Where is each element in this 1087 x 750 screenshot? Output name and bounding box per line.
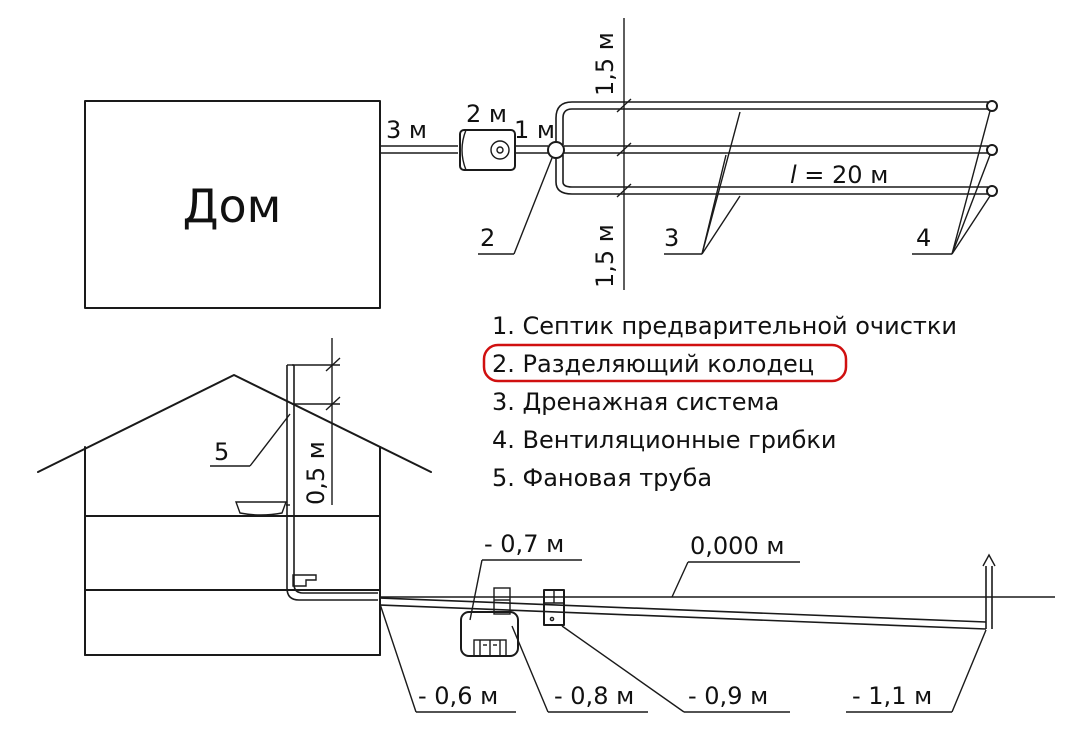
- house-label: Дом: [183, 179, 282, 233]
- level-minus-0-9-leader: [561, 625, 790, 713]
- callout-4-leader: [912, 110, 991, 255]
- legend-item-1: 1. Септик предварительной очистки: [492, 312, 957, 340]
- house-plan-box: [84, 100, 381, 309]
- legend-item-2-highlight: [482, 343, 848, 383]
- dim-1-5m-bottom: 1,5 м: [591, 224, 619, 288]
- legend: 1. Септик предварительной очистки 2. Раз…: [482, 312, 957, 492]
- level-minus-0-6: - 0,6 м: [418, 682, 498, 710]
- callout-3-leader: [664, 111, 741, 255]
- distribution-well-plan: [547, 141, 565, 159]
- level-minus-0-9: - 0,9 м: [688, 682, 768, 710]
- drainage-lines-plan: [555, 101, 988, 195]
- outdoor-sewer-pipe: [379, 597, 987, 630]
- septic-tank-plan: [459, 129, 516, 171]
- length-symbol: l: [790, 161, 797, 189]
- length-value: = 20 м: [797, 161, 889, 189]
- dim-0-5m-line: [292, 338, 341, 505]
- septic-tank-section: [460, 587, 519, 657]
- vent-caps-plan: [986, 100, 998, 197]
- dim-spacing-line: [616, 18, 632, 290]
- distribution-well-section: [543, 589, 565, 626]
- dim-3m-label: 3 м: [386, 116, 427, 144]
- dim-1-5m-top: 1,5 м: [591, 32, 619, 96]
- section-view: 0,5 м 5: [37, 338, 1055, 713]
- level-minus-0-6-leader: [379, 603, 516, 713]
- level-minus-1-1: - 1,1 м: [852, 682, 932, 710]
- house-section: [37, 374, 432, 656]
- level-minus-0-8: - 0,8 м: [554, 682, 634, 710]
- level-minus-0-8-leader: [511, 625, 648, 713]
- pipe-septic-to-well: [515, 145, 548, 154]
- plan-view: Дом 3 м 2 м 1 м: [84, 18, 998, 309]
- level-zero-leader: [671, 561, 800, 598]
- length-label: l = 20 м: [790, 161, 888, 189]
- end-vent-pipe: [982, 553, 996, 629]
- legend-item-3: 3. Дренажная система: [492, 388, 779, 416]
- callout-4: 4: [916, 224, 931, 252]
- dim-1m-label: 1 м: [514, 116, 555, 144]
- legend-item-4: 4. Вентиляционные грибки: [492, 426, 836, 454]
- level-minus-0-7-leader: [469, 559, 582, 621]
- legend-item-5: 5. Фановая труба: [492, 464, 712, 492]
- dim-2m-label: 2 м: [466, 100, 507, 128]
- callout-5: 5: [214, 438, 229, 466]
- level-minus-1-1-leader: [846, 629, 987, 713]
- callout-2: 2: [480, 224, 495, 252]
- pipe-house-to-septic: [380, 145, 458, 154]
- legend-item-2: 2. Разделяющий колодец: [492, 350, 814, 378]
- callout-3: 3: [664, 224, 679, 252]
- callout-2-leader: [478, 157, 553, 255]
- level-minus-0-7: - 0,7 м: [484, 530, 564, 558]
- callout-5-leader: [210, 413, 291, 467]
- level-zero: 0,000 м: [690, 532, 784, 560]
- sink-fixture: [292, 574, 317, 587]
- bathtub-fixture: [235, 501, 287, 516]
- dim-0-5m-label: 0,5 м: [302, 441, 330, 505]
